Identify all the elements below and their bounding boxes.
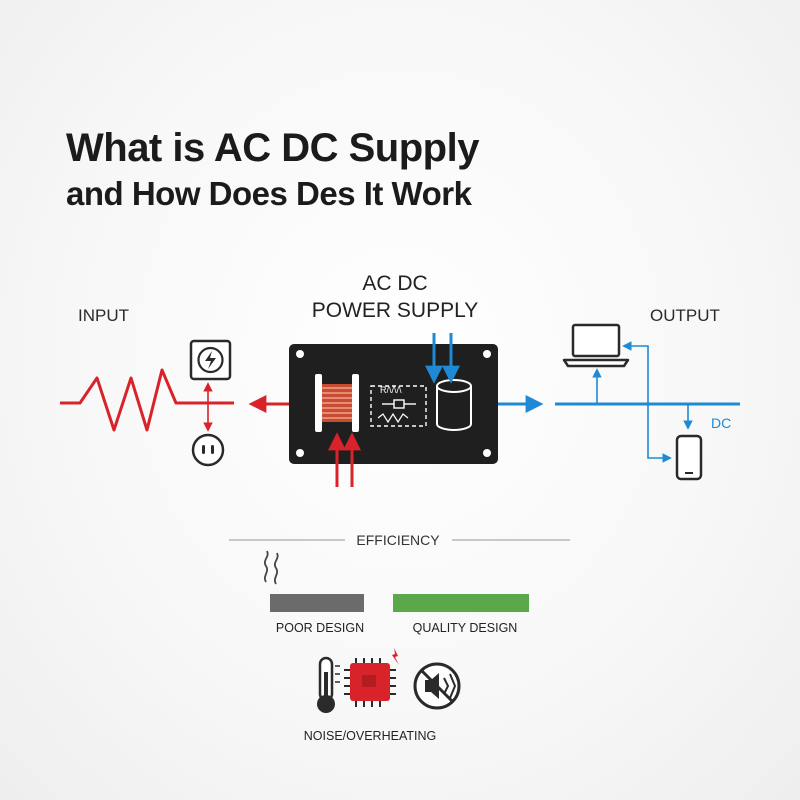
laptop-connectors bbox=[592, 341, 649, 404]
quality-design-label: QUALITY DESIGN bbox=[413, 621, 518, 635]
page-title: What is AC DC Supply and How Does Des It… bbox=[66, 126, 479, 214]
poor-design-label: POOR DESIGN bbox=[276, 621, 364, 635]
efficiency-heading: EFFICIENCY bbox=[356, 532, 440, 548]
dc-feed-arrows bbox=[425, 333, 460, 384]
laptop-icon bbox=[562, 323, 630, 368]
poor-design-bar bbox=[270, 594, 364, 612]
title-line-1: What is AC DC Supply bbox=[66, 126, 479, 170]
capacitor-icon bbox=[436, 379, 472, 431]
title-line-2: and How Does Des It Work bbox=[66, 175, 472, 212]
input-label: INPUT bbox=[78, 306, 129, 325]
rectifier-circuit: R/\/\/\ bbox=[370, 385, 427, 427]
power-supply-label-line-2: POWER SUPPLY bbox=[311, 299, 479, 322]
phone-connectors bbox=[647, 404, 693, 463]
heat-waves-icon bbox=[263, 550, 279, 585]
transformer-coil-icon bbox=[315, 374, 359, 432]
noise-overheating-label: NOISE/OVERHEATING bbox=[304, 729, 436, 743]
no-noise-icon bbox=[413, 662, 461, 710]
output-label: OUTPUT bbox=[650, 306, 720, 325]
power-supply-label: AC DC POWER SUPPLY bbox=[300, 270, 490, 324]
overheating-chip-icon bbox=[344, 648, 399, 707]
ac-feed-arrows bbox=[328, 432, 361, 487]
circuit-text: R/\/\/\ bbox=[380, 385, 402, 395]
power-supply-label-line-1: AC DC bbox=[362, 272, 428, 295]
power-socket-icon bbox=[189, 339, 232, 381]
smartphone-icon bbox=[675, 434, 703, 481]
quality-design-bar bbox=[393, 594, 529, 612]
dc-label: DC bbox=[711, 415, 731, 431]
ac-waveform bbox=[60, 368, 234, 432]
thermometer-icon bbox=[317, 656, 340, 713]
wall-outlet-icon bbox=[191, 433, 225, 467]
